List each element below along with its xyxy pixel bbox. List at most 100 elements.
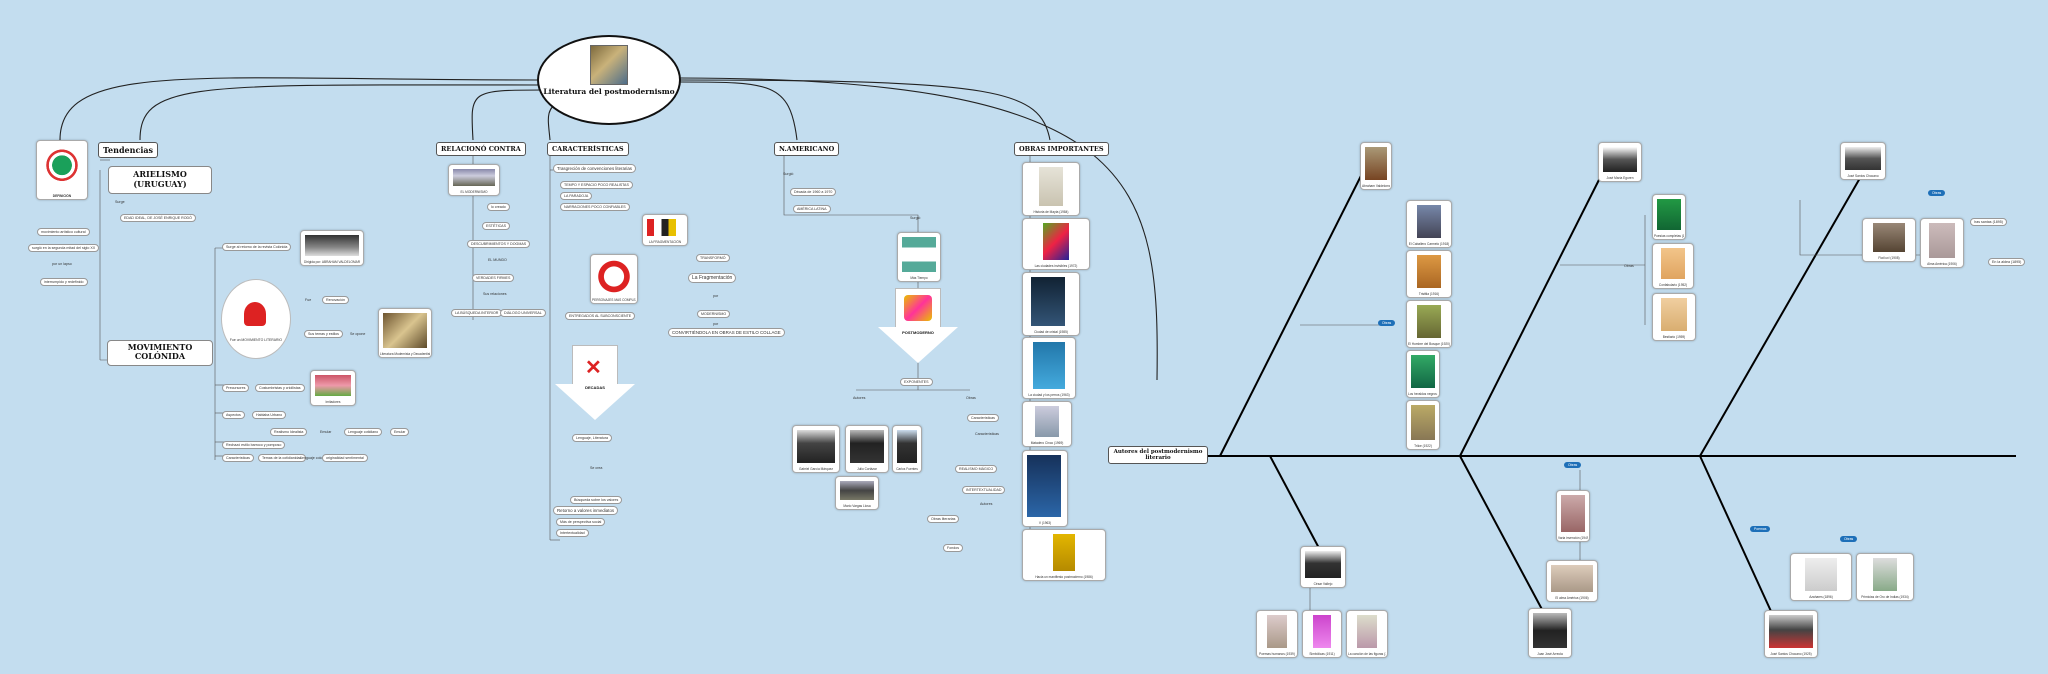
arielismo-node[interactable]: ARIELISMO (URUGUAY) bbox=[108, 166, 212, 194]
americano-item[interactable]: Fondos bbox=[943, 544, 963, 552]
book-photo[interactable]: Poesías completas (1929) bbox=[1652, 194, 1686, 240]
personajes-photo[interactable]: PERSONAJES MAS COMPLEJOS bbox=[590, 254, 638, 304]
relacion-item[interactable]: LA BÚSQUEDA INTERIOR bbox=[451, 309, 503, 317]
book-photo[interactable]: Hacia un manifiesto postmoderno (1986) bbox=[1022, 529, 1106, 581]
colonida-item[interactable]: Aspectos bbox=[222, 411, 245, 419]
colonida-item[interactable]: Características bbox=[222, 454, 254, 462]
author-photo[interactable]: Abraham Valdelomar bbox=[1360, 142, 1392, 190]
colonida-item[interactable]: Temas de la cotidianidad bbox=[258, 454, 306, 462]
relacion-item[interactable]: VERDADES FIRMES bbox=[472, 274, 515, 282]
tendencias-node[interactable]: Tendencias bbox=[98, 142, 159, 158]
reloj-arena-photo[interactable]: Más Tiempo bbox=[897, 232, 941, 282]
book-photo[interactable]: Poemas humanos (1939) bbox=[1256, 610, 1298, 658]
author-photo[interactable]: José Santos Chocano bbox=[1840, 142, 1886, 180]
author-photo[interactable]: Carlos Fuentes bbox=[892, 425, 922, 473]
book-photo[interactable]: Bestiario (1959) bbox=[1652, 293, 1696, 341]
obras-node[interactable]: OBRAS IMPORTANTES bbox=[1014, 142, 1109, 156]
americano-item[interactable]: REALISMO MÁGICO bbox=[955, 465, 998, 473]
relacion-item[interactable]: lo creado bbox=[487, 203, 510, 211]
caracteristicas-item[interactable]: MODERNISMO bbox=[697, 310, 731, 318]
book-photo[interactable]: Confabulario (1952) bbox=[1652, 243, 1694, 289]
author-photo[interactable]: Mario Vargas Llosa bbox=[835, 476, 879, 510]
definicion-item[interactable]: interrumpido y redefinido bbox=[40, 278, 88, 286]
caracteristicas-item[interactable]: Trasgreción de convenciones literarias bbox=[553, 164, 637, 173]
colonida-item[interactable]: Lenguaje cotidiano bbox=[344, 428, 383, 436]
poemas-tag[interactable]: Poemas bbox=[1750, 526, 1771, 532]
author-photo[interactable]: Julio Cortázar bbox=[845, 425, 889, 473]
valdelomar-photo[interactable]: Dirigida por: ABRAHAM VALDELOMAR bbox=[300, 230, 364, 266]
author-photo[interactable]: José Santos Chocano (1925) bbox=[1764, 610, 1818, 658]
book-photo[interactable]: Matadero Cinco (1969) bbox=[1022, 401, 1072, 447]
fragmentacion-photo[interactable]: LA FRAGMENTACIÓN bbox=[642, 214, 688, 246]
colonida-item[interactable]: Precursores bbox=[222, 384, 250, 392]
definicion-item[interactable]: movimiento artístico cultural bbox=[37, 228, 90, 236]
definicion-item[interactable]: surgió en la segunda mitad del siglo XX bbox=[28, 244, 100, 252]
colonida-item[interactable]: Rechazó estilo barroco y pomposo bbox=[222, 441, 286, 449]
book-photo[interactable]: Azahares (1896) bbox=[1790, 553, 1852, 601]
caracteristicas-item[interactable]: Búsqueda sobre los valores bbox=[570, 496, 623, 504]
caracteristicas-item[interactable]: TRANSFORMÓ bbox=[696, 254, 730, 262]
caracteristicas-item[interactable]: La Fragmentación bbox=[688, 273, 737, 283]
central-topic[interactable]: Literatura del postmodernismo bbox=[537, 35, 681, 125]
americano-item[interactable]: Década de 1960 a 1970 bbox=[790, 188, 837, 196]
caracteristicas-item[interactable]: LA PARADOJA bbox=[560, 192, 593, 200]
book-photo[interactable]: La ciudad y los perros (1963) bbox=[1022, 337, 1076, 399]
autores-item[interactable]: En la aldea (1895) bbox=[1988, 258, 2026, 266]
caracteristicas-item[interactable]: NARRACIONES POCO CONFIABLES bbox=[560, 203, 630, 211]
book-photo[interactable]: Ciudad de cristal (1985) bbox=[1022, 272, 1080, 336]
caracteristicas-item[interactable]: CONVIRTIÉNDOLA EN OBRAS DE ESTILO COLLAG… bbox=[668, 328, 785, 337]
obras-tag[interactable]: Obras bbox=[1564, 462, 1582, 468]
book-photo[interactable]: El Hombre del Bosque (1920) bbox=[1406, 300, 1452, 348]
colonida-item[interactable]: Realismo Idealista bbox=[270, 428, 308, 436]
postmoderno-arrow[interactable]: POSTMODERNO bbox=[878, 288, 958, 363]
colonida-item[interactable]: Sus temas y estilos bbox=[304, 330, 343, 338]
americano-item[interactable]: Obras literarias bbox=[927, 515, 960, 523]
caracteristicas-item[interactable]: Lenguaje, Literatura bbox=[572, 434, 612, 442]
colonida-item[interactable]: Renovación bbox=[322, 296, 349, 304]
caracteristicas-item[interactable]: Más de perspectiva social bbox=[556, 518, 606, 526]
book-photo[interactable]: Simbólicas (1911) bbox=[1302, 610, 1342, 658]
book-photo[interactable]: Los heraldos negros (1918) bbox=[1406, 350, 1440, 398]
colonida-item[interactable]: originalidad sentimental bbox=[322, 454, 368, 462]
americano-item[interactable]: Características bbox=[967, 414, 999, 422]
americano-node[interactable]: N.AMERICANO bbox=[774, 142, 840, 156]
book-photo[interactable]: Primicias de Oro de Indias (1934) bbox=[1856, 553, 1914, 601]
caracteristicas-node[interactable]: CARACTERÍSTICAS bbox=[547, 142, 629, 156]
americano-item[interactable]: INTERTEXTUALIDAD bbox=[962, 486, 1006, 494]
decadas-arrow[interactable]: ✕ DECADAS bbox=[555, 345, 635, 420]
americano-item[interactable]: AMÉRICA LATINA bbox=[793, 205, 831, 213]
author-photo[interactable]: César Vallejo bbox=[1300, 546, 1346, 588]
caracteristicas-item[interactable]: Retorno a valores inmediatos bbox=[553, 506, 619, 515]
colonida-item[interactable]: Emular bbox=[390, 428, 410, 436]
relacion-item[interactable]: DESCUBRIMIENTOS Y DOGMAS bbox=[467, 240, 531, 248]
relacion-item[interactable]: ESTÉTICAS bbox=[482, 222, 510, 230]
book-photo[interactable]: Fiat lux! (1908) bbox=[1862, 218, 1916, 262]
book-photo[interactable]: La canción de las figuras (1916) bbox=[1346, 610, 1388, 658]
caracteristicas-item[interactable]: ENTREGADOS AL SUBCONSCIENTE bbox=[565, 312, 636, 320]
colonida-node[interactable]: MOVIMIENTO COLÓNIDA bbox=[107, 340, 213, 366]
colonida-item[interactable]: Surge al retorno de la revista Colónida bbox=[222, 243, 292, 251]
book-photo[interactable]: Alma América (1906) bbox=[1920, 218, 1964, 268]
movimiento-literario-cloud[interactable]: Fue un MOVIMIENTO LITERARIO bbox=[222, 280, 290, 358]
author-photo[interactable]: Juan José Arreola bbox=[1528, 608, 1572, 658]
caracteristicas-item[interactable]: Intertextualidad bbox=[556, 529, 589, 537]
americano-item[interactable]: EXPONENTES bbox=[900, 378, 933, 386]
book-photo[interactable]: El Caballero Carmelo (1918) bbox=[1406, 200, 1452, 248]
colonida-item[interactable]: Hablaba Urbano bbox=[252, 411, 287, 419]
literatura-modernista-photo[interactable]: Literatura Modernista y Decadentista bbox=[378, 308, 432, 358]
arielismo-sub[interactable]: EDAD IDEAL, DE JOSÉ ENRIQUE RODÓ bbox=[120, 214, 196, 222]
book-photo[interactable]: V (1963) bbox=[1022, 450, 1068, 527]
relacion-item[interactable]: DIÁLOGO UNIVERSAL bbox=[500, 309, 546, 317]
autores-item[interactable]: Iras santas (1895) bbox=[1970, 218, 2007, 226]
author-photo[interactable]: Gabriel García Márquez bbox=[792, 425, 840, 473]
book-photo[interactable]: El alma América (1906) bbox=[1546, 560, 1598, 602]
book-photo[interactable]: Las ciudades invisibles (1972) bbox=[1022, 218, 1090, 270]
modernismo-photo[interactable]: EL MODERNISMO bbox=[448, 164, 500, 196]
imitadores-photo[interactable]: Imitadores bbox=[310, 370, 356, 406]
obras-tag[interactable]: Obras bbox=[1928, 190, 1946, 196]
relacion-node[interactable]: RELACIONÓ CONTRA bbox=[436, 142, 526, 156]
definicion-node[interactable]: DEFINICIÓN bbox=[36, 140, 88, 200]
autores-node[interactable]: Autores del postmodernismo literario bbox=[1108, 446, 1208, 464]
caracteristicas-item[interactable]: TEMPO Y ESPACIO POCO REALISTAS bbox=[560, 181, 633, 189]
book-photo[interactable]: Trilce (1922) bbox=[1406, 400, 1440, 450]
